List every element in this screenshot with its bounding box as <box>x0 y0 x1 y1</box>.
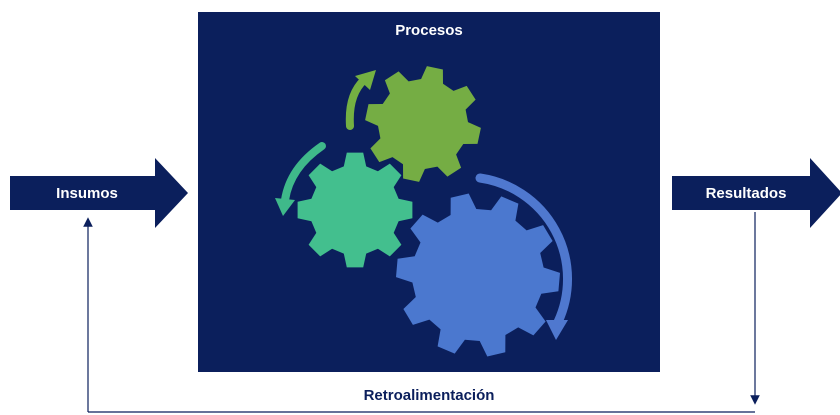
input-arrow <box>10 158 188 228</box>
feedback-label: Retroalimentación <box>364 387 495 404</box>
curved-arrow-blue-head <box>546 320 568 340</box>
gear-small-icon <box>297 152 413 268</box>
input-label: Insumos <box>56 185 118 202</box>
output-arrow <box>672 158 840 228</box>
curved-arrow-olive-icon <box>345 76 368 130</box>
curved-arrow-green-head <box>275 198 295 216</box>
gear-medium-icon <box>365 66 481 182</box>
process-title: Procesos <box>395 22 463 39</box>
output-label: Resultados <box>706 185 787 202</box>
curved-arrow-blue-icon <box>475 173 572 327</box>
curved-arrow-olive-head <box>355 70 376 90</box>
curved-arrow-green-icon <box>281 142 326 204</box>
gear-large-icon <box>396 193 560 357</box>
